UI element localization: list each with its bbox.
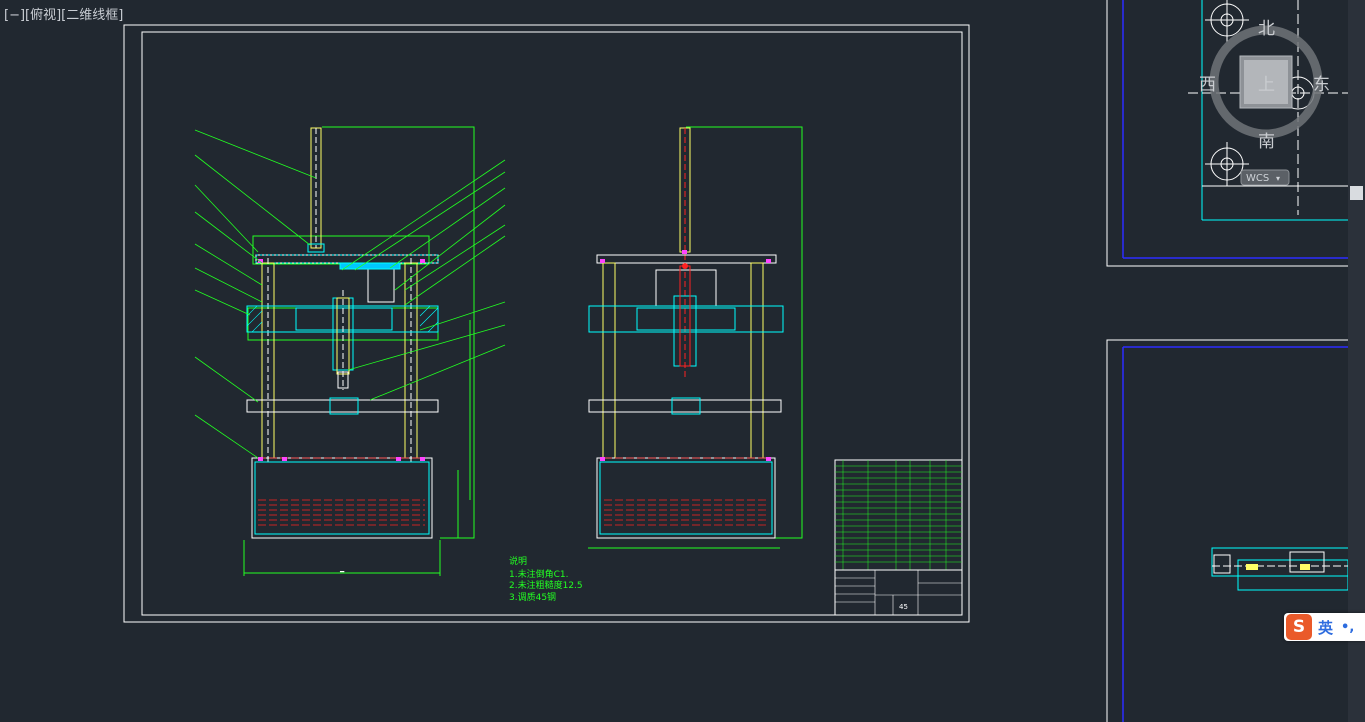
scrollbar-thumb[interactable] [1350, 186, 1363, 200]
title-block: 45 [834, 569, 963, 616]
viewcube-north[interactable]: 北 [1258, 19, 1275, 39]
front-width-dim: ━ [339, 568, 345, 576]
ime-logo-icon[interactable]: S [1286, 614, 1312, 640]
technical-notes: 说明 1.未注倒角C1. 2.未注粗糙度12.5 3.调质45钢 [509, 555, 583, 603]
note-item-1: 1.未注倒角C1. [509, 568, 568, 580]
parts-list-table [834, 459, 963, 571]
ime-punctuation-toggle[interactable]: •, [1341, 619, 1355, 635]
viewcube-west[interactable]: 西 [1199, 75, 1216, 95]
viewcube-top-face[interactable]: 上 [1258, 75, 1275, 95]
drawing-sheet [123, 24, 970, 623]
ime-language-toggle[interactable]: 英 [1318, 618, 1334, 637]
viewcube-south[interactable]: 南 [1258, 132, 1275, 152]
front-view-assembly: ━ [194, 126, 506, 576]
notes-heading: 说明 [509, 555, 527, 567]
wcs-menu-label[interactable]: WCS [1246, 173, 1269, 184]
side-view-assembly [588, 126, 803, 549]
note-item-2: 2.未注粗糙度12.5 [509, 579, 583, 591]
viewcube-east[interactable]: 东 [1313, 75, 1330, 95]
title-block-scale: 45 [899, 603, 908, 611]
note-item-3: 3.调质45钢 [509, 591, 556, 603]
bottom-right-viewport[interactable] [1106, 339, 1358, 722]
ime-toolbar[interactable]: S 英 •, [1284, 613, 1365, 641]
wcs-dropdown-icon[interactable]: ▾ [1276, 174, 1280, 183]
viewcube[interactable]: 北 南 东 西 上 WCS ▾ [1199, 19, 1330, 186]
viewport-controls-label[interactable]: [−][俯视][二维线框] [4, 8, 124, 23]
vertical-scrollbar[interactable] [1348, 0, 1365, 722]
